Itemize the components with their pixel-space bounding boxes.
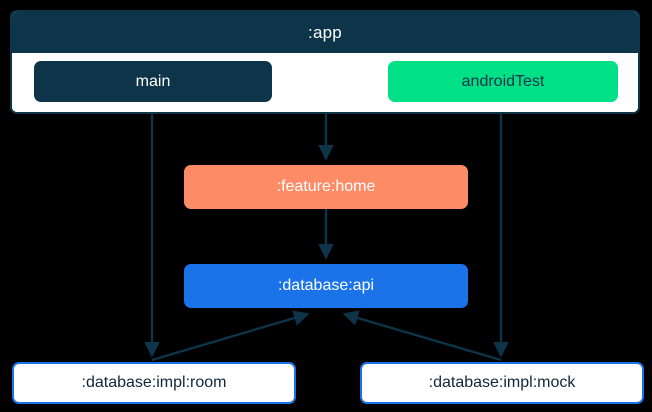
module-app-container[interactable]: :app main androidTest [10,10,640,114]
edge-impl-room-to-database-api [151,310,310,362]
node-database-api[interactable]: :database:api [184,264,468,308]
node-feature-home[interactable]: :feature:home [184,165,468,209]
edge-impl-mock-to-database-api [342,310,502,362]
module-app-title: :app [12,12,638,53]
module-app-sourcesets: main androidTest [12,53,638,112]
node-main[interactable]: main [34,61,272,102]
node-database-impl-room[interactable]: :database:impl:room [12,362,296,404]
node-androidtest[interactable]: androidTest [388,61,618,102]
node-database-impl-mock[interactable]: :database:impl:mock [360,362,644,404]
